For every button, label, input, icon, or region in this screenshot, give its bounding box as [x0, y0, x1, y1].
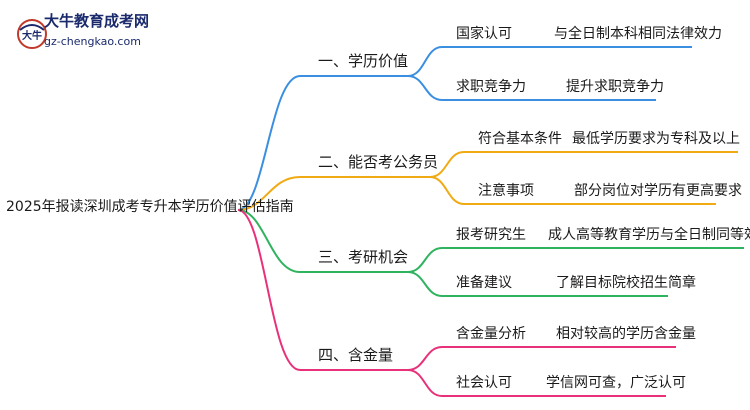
- branch-1-label: 一、学历价值: [318, 52, 409, 70]
- branch-2-child-2-label: 注意事项: [478, 183, 534, 199]
- branch-3-label: 三、考研机会: [318, 248, 409, 266]
- logo-url: gz-chengkao.com: [44, 35, 141, 48]
- branch-3-child-2-detail: 了解目标院校招生简章: [556, 275, 696, 291]
- root-node: 2025年报读深圳成考专升本学历价值评估指南: [6, 199, 294, 215]
- link-branch-3-child-2: [407, 271, 443, 297]
- link-root-branch-4: [237, 209, 301, 371]
- link-root-branch-2: [237, 176, 301, 211]
- logo-mark-icon: 大牛: [17, 19, 47, 49]
- link-branch-4-child-1: [407, 346, 443, 371]
- branch-2-child-1-label: 符合基本条件: [478, 131, 562, 147]
- branch-4-child-1-label: 含金量分析: [456, 326, 526, 342]
- branch-1-child-1-detail: 与全日制本科相同法律效力: [554, 26, 722, 42]
- branch-3-child-1-detail: 成人高等教育学历与全日制同等效力: [548, 227, 750, 243]
- branch-2-child-2-detail: 部分岗位对学历有更高要求: [574, 183, 742, 199]
- branch-3-child-1-label: 报考研究生: [456, 227, 526, 243]
- link-branch-2-child-2: [429, 176, 465, 205]
- branch-1-child-2-label: 求职竞争力: [456, 79, 526, 95]
- logo-mark-text: 大牛: [22, 29, 42, 42]
- link-root-branch-3: [237, 209, 301, 273]
- link-branch-1-child-1: [407, 46, 443, 77]
- branch-4-child-1-detail: 相对较高的学历含金量: [556, 326, 696, 342]
- link-branch-1-child-2: [407, 75, 443, 101]
- link-branch-2-child-1: [429, 151, 465, 178]
- branch-4-child-2-label: 社会认可: [456, 375, 512, 391]
- branch-2-label: 二、能否考公务员: [318, 153, 439, 171]
- branch-4-child-2-detail: 学信网可查，广泛认可: [546, 375, 686, 391]
- link-branch-3-child-1: [407, 247, 443, 273]
- link-branch-4-child-2: [407, 369, 443, 397]
- branch-1-child-1-label: 国家认可: [456, 26, 512, 42]
- branch-3-child-2-label: 准备建议: [456, 275, 512, 291]
- link-root-branch-1: [237, 75, 301, 211]
- branch-2-child-1-detail: 最低学历要求为专科及以上: [572, 131, 740, 147]
- branch-4-label: 四、含金量: [318, 346, 394, 364]
- logo-title: 大牛教育成考网: [44, 12, 150, 30]
- branch-1-child-2-detail: 提升求职竞争力: [566, 79, 664, 95]
